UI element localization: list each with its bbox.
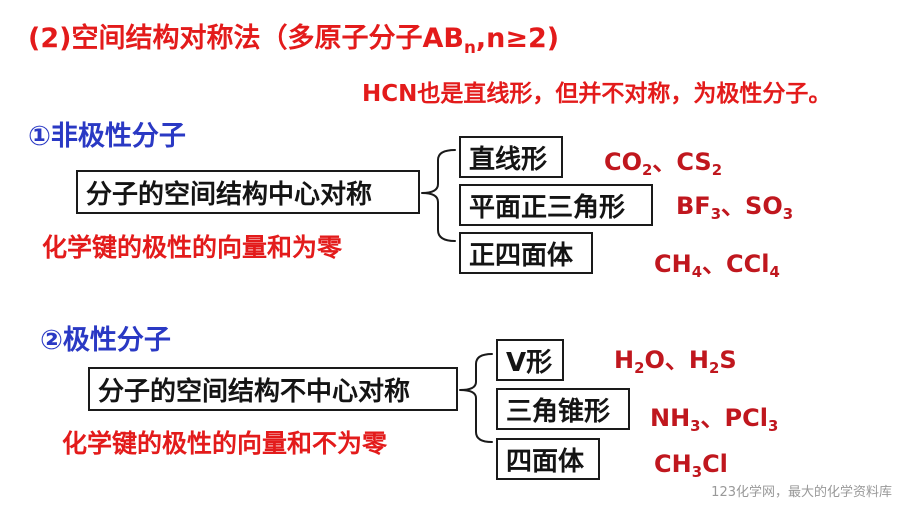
formula-linear: CO2、CS2 xyxy=(604,148,723,180)
rule-nonpolar: 化学键的极性的向量和为零 xyxy=(42,233,343,262)
watermark: 123化学网，最大的化学资料库 xyxy=(711,485,892,500)
shape-label: 四面体 xyxy=(506,446,585,477)
shape-box-tetrahedral: 四面体 xyxy=(496,438,600,480)
shape-box-trigonal-pyramidal: 三角锥形 xyxy=(496,388,630,430)
shape-label: 三角锥形 xyxy=(506,396,611,427)
bracket-nonpolar xyxy=(421,149,456,242)
page-title: (2)空间结构对称法（多原子分子ABn,n≥2) xyxy=(28,23,560,57)
formula-bent: H2O、H2S xyxy=(614,346,737,378)
formula-trigonal-planar: BF3、SO3 xyxy=(676,192,794,224)
shape-label: 平面正三角形 xyxy=(469,192,626,223)
shape-label: 正四面体 xyxy=(469,240,574,271)
condition-box-polar: 分子的空间结构不中心对称 xyxy=(88,367,458,411)
hcn-note: HCN也是直线形，但并不对称，为极性分子。 xyxy=(362,81,832,107)
shape-box-trigonal-planar: 平面正三角形 xyxy=(459,184,653,226)
formula-tetrahedral: CH3Cl xyxy=(654,450,728,482)
formula-trigonal-pyramidal: NH3、PCl3 xyxy=(650,404,779,436)
formula-tetrahedral-regular: CH4、CCl4 xyxy=(654,250,780,282)
section-heading-nonpolar: ①非极性分子 xyxy=(28,121,186,152)
rule-polar: 化学键的极性的向量和不为零 xyxy=(62,429,388,458)
shape-box-linear: 直线形 xyxy=(459,136,563,178)
condition-text: 分子的空间结构中心对称 xyxy=(86,179,373,210)
section-heading-polar: ②极性分子 xyxy=(40,325,171,356)
shape-label: 直线形 xyxy=(469,144,548,175)
condition-text: 分子的空间结构不中心对称 xyxy=(98,376,411,407)
shape-label: V形 xyxy=(506,347,553,378)
shape-box-bent: V形 xyxy=(496,339,564,381)
bracket-polar xyxy=(459,353,493,443)
shape-box-tetrahedral-regular: 正四面体 xyxy=(459,232,593,274)
condition-box-nonpolar: 分子的空间结构中心对称 xyxy=(76,170,420,214)
